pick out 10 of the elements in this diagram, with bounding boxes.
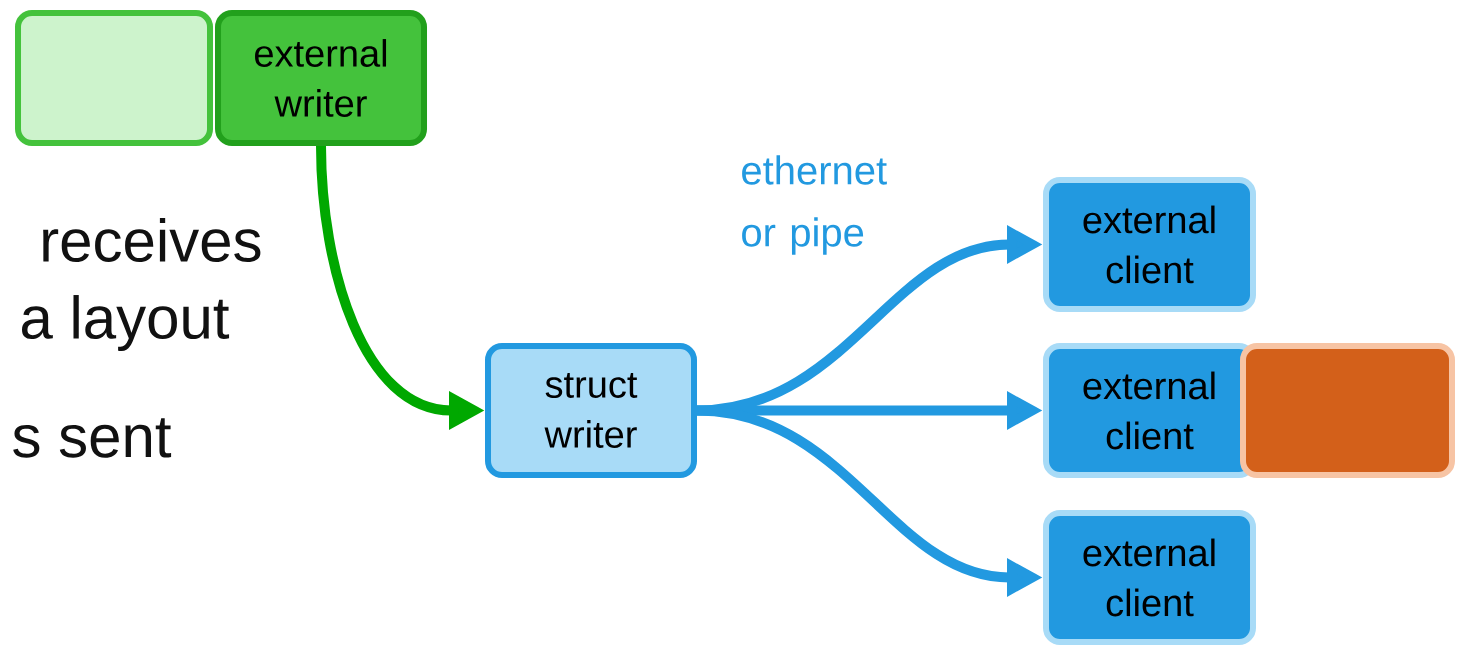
process-box: external client — [1043, 177, 1256, 312]
body-text: receives — [43, 217, 261, 263]
process-box: external client — [1043, 343, 1256, 478]
process-box: external client — [1043, 510, 1256, 645]
empty-box — [15, 10, 213, 146]
annotation-text: ethernet or pipe — [742, 155, 887, 255]
body-text: s sent — [13, 418, 172, 458]
process-box: external writer — [215, 10, 427, 146]
body-text: a layout — [22, 295, 230, 351]
process-box: struct writer — [485, 343, 697, 478]
